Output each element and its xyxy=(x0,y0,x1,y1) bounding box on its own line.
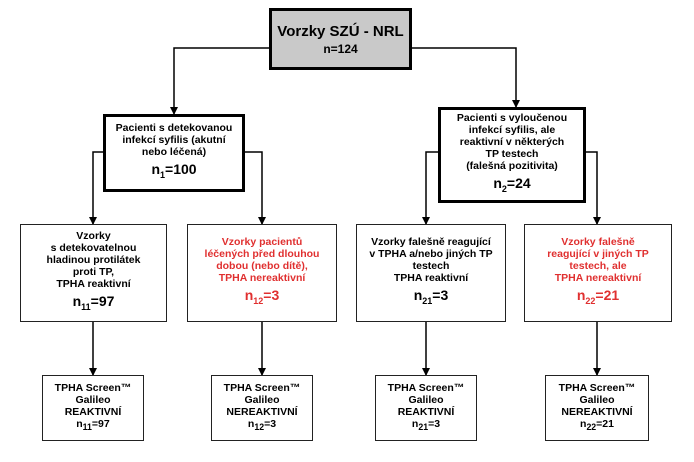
bottom-box-line: TPHA Screen™ xyxy=(223,382,301,395)
mid-box-line: Vzorky xyxy=(76,230,111,243)
bottom-box-line: NEREAKTIVNÍ xyxy=(226,406,298,419)
mid-box-line: TPHA nereaktivní xyxy=(554,272,642,285)
connector-root-left xyxy=(170,47,269,115)
bottom-box-count: n12=3 xyxy=(247,418,277,433)
left-group-line: infekcí syfilis (akutní xyxy=(122,134,226,147)
mid-box-count: n22=21 xyxy=(576,287,620,306)
bottom-box-line: REAKTIVNÍ xyxy=(64,406,122,419)
mid-box-count: n21=3 xyxy=(413,287,449,306)
bottom-box-line: Galileo xyxy=(579,394,615,407)
mid-box-line: TPHA reaktivní xyxy=(56,278,131,291)
connector-left-mid2 xyxy=(245,151,266,225)
connector-root-right xyxy=(412,47,520,108)
right-group-line: Pacienti s vyloučenou xyxy=(456,112,568,125)
mid-box-line: TPHA nereaktivní xyxy=(218,272,306,285)
connector-right-mid3 xyxy=(422,151,438,225)
left-group-box: Pacienti s detekovanou infekcí syfilis (… xyxy=(103,114,245,192)
right-group-count: n2=24 xyxy=(493,175,531,194)
mid-box-line: hladinou protilátek xyxy=(46,254,141,267)
mid-box-3: Vzorky falešně reagující v TPHA a/nebo j… xyxy=(356,224,506,322)
bottom-box-line: REAKTIVNÍ xyxy=(397,406,455,419)
bottom-box-4: TPHA Screen™ Galileo NEREAKTIVNÍ n22=21 xyxy=(545,375,649,441)
bottom-box-line: TPHA Screen™ xyxy=(387,382,465,395)
connector-left-mid1 xyxy=(89,151,103,225)
left-group-count: n1=100 xyxy=(151,161,197,180)
mid-box-line: léčených před dlouhou xyxy=(204,248,320,261)
mid-box-count: n12=3 xyxy=(244,287,280,306)
mid-box-line: v TPHA a/nebo jiných TP xyxy=(369,248,493,261)
mid-box-line: testech xyxy=(412,260,450,273)
bottom-box-line: Galileo xyxy=(244,394,280,407)
bottom-box-line: NEREAKTIVNÍ xyxy=(561,406,633,419)
right-group-line: (falešná pozitivita) xyxy=(466,160,558,173)
right-group-line: infekcí syfilis, ale xyxy=(468,124,556,137)
bottom-box-2: TPHA Screen™ Galileo NEREAKTIVNÍ n12=3 xyxy=(211,375,313,441)
mid-box-line: proti TP, xyxy=(72,266,115,279)
bottom-box-line: Galileo xyxy=(75,394,111,407)
mid-box-line: Vzorky falešně reagující xyxy=(371,236,491,249)
bottom-box-count: n22=21 xyxy=(580,418,614,433)
left-group-line: Pacienti s detekovanou xyxy=(115,122,233,135)
root-count: n=124 xyxy=(323,41,358,56)
right-group-box: Pacienti s vyloučenou infekcí syfilis, a… xyxy=(438,107,586,203)
bottom-box-line: Galileo xyxy=(408,394,444,407)
mid-box-line: s detekovatelnou xyxy=(50,242,137,255)
root-title: Vorzky SZÚ - NRL xyxy=(277,22,404,40)
bottom-box-count: n21=3 xyxy=(411,418,441,433)
bottom-box-line: TPHA Screen™ xyxy=(54,382,132,395)
left-group-line: nebo léčená) xyxy=(141,146,207,159)
right-group-line: reaktivní v některých xyxy=(459,136,565,149)
mid-box-line: reagující v jiných TP xyxy=(547,248,649,261)
mid-box-4: Vzorky falešně reagující v jiných TP tes… xyxy=(524,224,672,322)
mid-box-line: dobou (nebo dítě), xyxy=(216,260,308,273)
root-box: Vorzky SZÚ - NRL n=124 xyxy=(269,8,412,70)
bottom-box-line: TPHA Screen™ xyxy=(558,382,636,395)
mid-box-count: n11=97 xyxy=(72,293,115,312)
bottom-box-1: TPHA Screen™ Galileo REAKTIVNÍ n11=97 xyxy=(42,375,144,441)
right-group-line: TP testech xyxy=(485,148,539,161)
mid-box-line: Vzorky falešně xyxy=(561,236,635,249)
bottom-box-3: TPHA Screen™ Galileo REAKTIVNÍ n21=3 xyxy=(375,375,477,441)
mid-box-2: Vzorky pacientů léčených před dlouhou do… xyxy=(187,224,337,322)
mid-box-1: Vzorky s detekovatelnou hladinou protilá… xyxy=(20,224,167,322)
mid-box-line: Vzorky pacientů xyxy=(221,236,303,249)
bottom-box-count: n11=97 xyxy=(76,418,110,433)
mid-box-line: TPHA reaktivní xyxy=(393,272,469,285)
connector-right-mid4 xyxy=(586,151,601,225)
mid-box-line: testech, ale xyxy=(569,260,627,273)
